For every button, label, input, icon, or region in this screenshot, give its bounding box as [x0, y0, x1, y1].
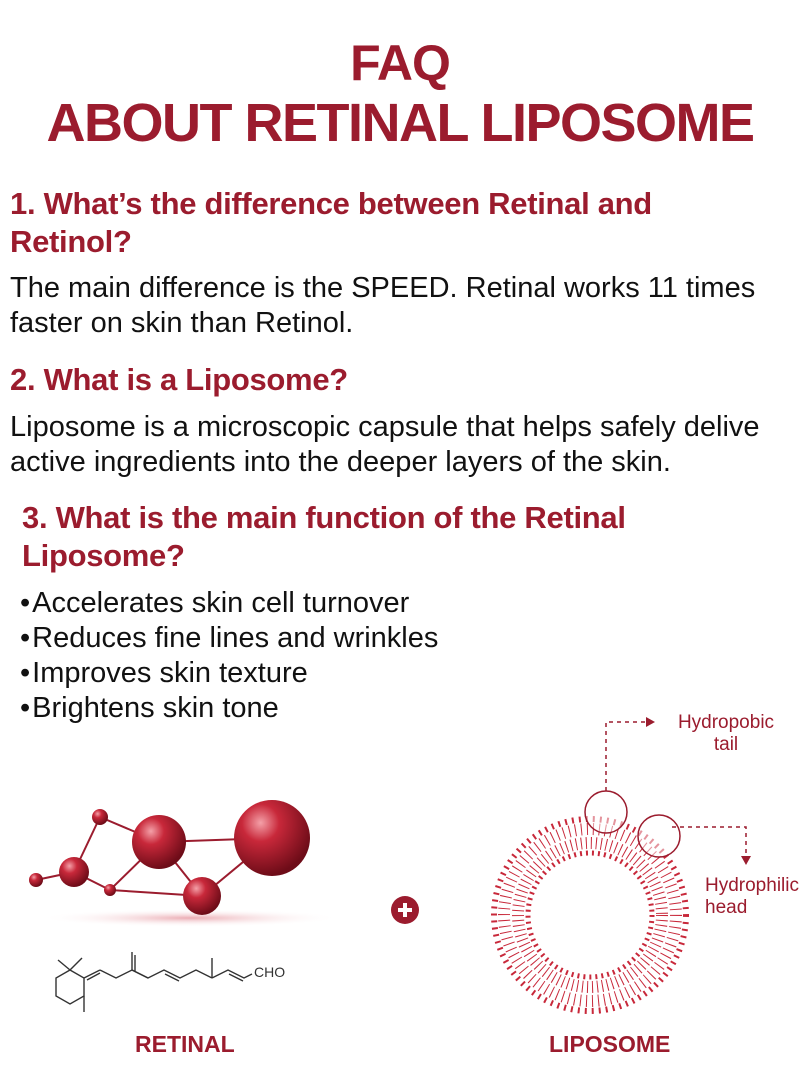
atom-small — [59, 857, 89, 887]
liposome-label: LIPOSOME — [549, 1031, 671, 1057]
atom-tiny — [104, 884, 116, 896]
page-title-faq: FAQ — [350, 35, 451, 91]
benefit-item: •Accelerates skin cell turnover — [20, 587, 410, 619]
benefit-item: •Brightens skin tone — [20, 692, 279, 724]
formula-group-label: CHO — [254, 964, 286, 980]
tails-inner — [512, 837, 668, 993]
benefit-text: Brightens skin tone — [32, 692, 279, 724]
arrow-down-icon — [741, 856, 751, 865]
benefit-item: •Reduces fine lines and wrinkles — [20, 622, 439, 654]
question-3: 3. What is the main function of the Reti… — [22, 500, 626, 573]
answer-2-line-2: active ingredients into the deeper layer… — [10, 446, 671, 478]
atom-large — [234, 800, 310, 876]
hydrophilic-head-label: Hydrophilic head — [705, 875, 799, 918]
retinal-label: RETINAL — [135, 1031, 235, 1057]
benefit-item: •Improves skin texture — [20, 657, 308, 689]
question-1: 1. What’s the difference between Retinal… — [10, 186, 652, 259]
benefit-text: Accelerates skin cell turnover — [32, 587, 410, 619]
tails-outer — [498, 823, 682, 1007]
answer-1-line-2: faster on skin than Retinol. — [10, 307, 354, 339]
molecule-model — [29, 800, 340, 927]
atom-tiny — [92, 809, 108, 825]
question-2: 2. What is a Liposome? — [10, 362, 348, 397]
answer-2: Liposome is a microscopic capsule that h… — [10, 410, 760, 480]
plus-circle-icon — [391, 896, 419, 924]
molecule-shadow — [40, 909, 340, 927]
benefit-text: Improves skin texture — [32, 657, 308, 689]
inner-heads — [525, 850, 655, 980]
page-title-subject: ABOUT RETINAL LIPOSOME — [46, 93, 755, 153]
benefit-text: Reduces fine lines and wrinkles — [32, 622, 439, 654]
retinal-formula — [55, 952, 253, 1012]
hydrophobic-tail-label: Hydropobic tail — [677, 712, 775, 755]
tail-zoom-circle — [584, 790, 628, 834]
answer-2-line-1: Liposome is a microscopic capsule that h… — [10, 411, 760, 443]
answer-1-line-1: The main difference is the SPEED. Retina… — [10, 272, 756, 304]
arrow-right-icon — [646, 717, 655, 727]
callout-lines — [605, 721, 747, 856]
benefit-list: •Accelerates skin cell turnover •Reduces… — [20, 586, 438, 726]
answer-1: The main difference is the SPEED. Retina… — [10, 271, 755, 341]
outer-heads — [491, 816, 689, 1014]
atom-tiny — [29, 873, 43, 887]
head-zoom-circle — [637, 814, 681, 858]
liposome-ring — [491, 790, 689, 1014]
atom-medium-small — [183, 877, 221, 915]
atom-medium — [132, 815, 186, 869]
